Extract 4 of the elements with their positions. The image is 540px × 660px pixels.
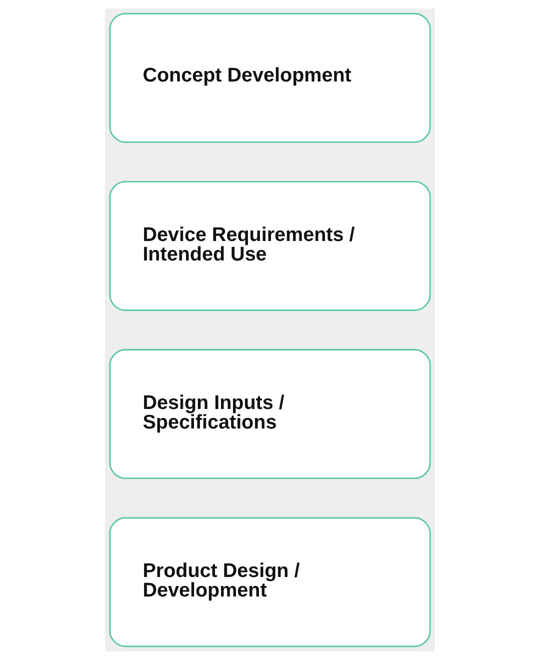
node-box: Device Requirements / Intended Use: [109, 180, 431, 311]
node-box: Product Design / Development: [109, 517, 431, 648]
node-box: Concept Development: [109, 12, 431, 143]
node-box: Design Inputs / Specifications: [109, 349, 431, 480]
